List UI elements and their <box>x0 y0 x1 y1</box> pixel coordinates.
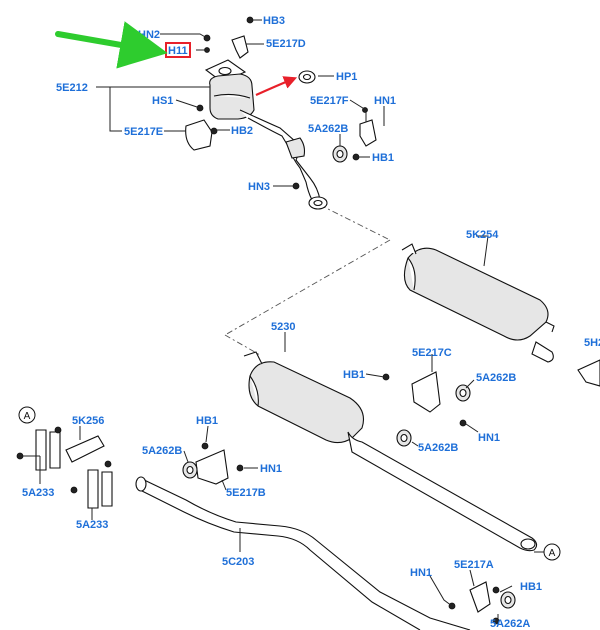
label-HN1-left: HN1 <box>260 463 282 475</box>
label-HP1: HP1 <box>336 71 357 83</box>
label-5A233-upper: 5A233 <box>22 487 54 499</box>
part-labels: HN2 H11 HB3 5E217D HP1 5E212 HS1 5E217E … <box>22 15 600 630</box>
bracket-5E217A <box>469 581 491 613</box>
insulator-upper <box>332 145 348 163</box>
label-HB1-mid: HB1 <box>343 369 365 381</box>
label-5A262B-mid: 5A262B <box>476 372 516 384</box>
label-5A262B-top: 5A262B <box>308 123 348 135</box>
label-HN3: HN3 <box>248 181 270 193</box>
label-HB3: HB3 <box>263 15 285 27</box>
label-5E217B: 5E217B <box>226 487 266 499</box>
bracket-5E217C <box>411 371 441 413</box>
reference-marker-a-right: A <box>543 543 561 561</box>
gasket-HP1 <box>298 70 316 84</box>
hardware <box>196 16 500 625</box>
label-5E212: 5E212 <box>56 82 88 94</box>
red-arrow <box>255 76 298 97</box>
label-5H2: 5H2 <box>584 337 600 349</box>
ref-a-right-text: A <box>549 548 556 559</box>
label-HS1: HS1 <box>152 95 173 107</box>
label-5E217D: 5E217D <box>266 38 306 50</box>
label-HB1-top: HB1 <box>372 152 394 164</box>
label-HN2: HN2 <box>138 29 160 41</box>
label-HB1-left: HB1 <box>196 415 218 427</box>
leader-lines <box>20 19 544 620</box>
centre-muffler <box>243 351 538 552</box>
label-HB1-bottom: HB1 <box>520 581 542 593</box>
green-arrow <box>55 21 168 69</box>
label-5A262A: 5A262A <box>490 618 530 630</box>
insulator-centre <box>396 384 471 447</box>
label-5K254: 5K254 <box>466 229 499 241</box>
bracket-5E217D <box>231 35 249 59</box>
label-HN1-top: HN1 <box>374 95 396 107</box>
label-5K256: 5K256 <box>72 415 104 427</box>
label-5A262B-left: 5A262B <box>142 445 182 457</box>
reference-marker-a-left: A <box>18 406 36 424</box>
clamp-parts <box>16 426 113 509</box>
label-HN1-mid: HN1 <box>478 432 500 444</box>
label-5C203: 5C203 <box>222 556 254 568</box>
label-H11: H11 <box>168 45 188 57</box>
label-5E217E: 5E217E <box>124 126 163 138</box>
label-5E217A: 5E217A <box>454 559 494 571</box>
rear-muffler <box>401 243 555 363</box>
front-pipe <box>135 449 471 630</box>
tail-pipe-fragment <box>577 359 600 387</box>
label-HN1-bottom: HN1 <box>410 567 432 579</box>
label-HB2: HB2 <box>231 125 253 137</box>
label-5230: 5230 <box>271 321 295 333</box>
label-5A262B-low: 5A262B <box>418 442 458 454</box>
ref-a-left-text: A <box>24 411 31 422</box>
connection-lines <box>224 204 391 356</box>
label-5E217C: 5E217C <box>412 347 452 359</box>
label-5E217F: 5E217F <box>310 95 349 107</box>
bracket-5E217F <box>359 119 377 147</box>
label-5A233-lower: 5A233 <box>76 519 108 531</box>
catalytic-converter <box>185 59 328 210</box>
insulator-5A262A <box>500 591 516 609</box>
